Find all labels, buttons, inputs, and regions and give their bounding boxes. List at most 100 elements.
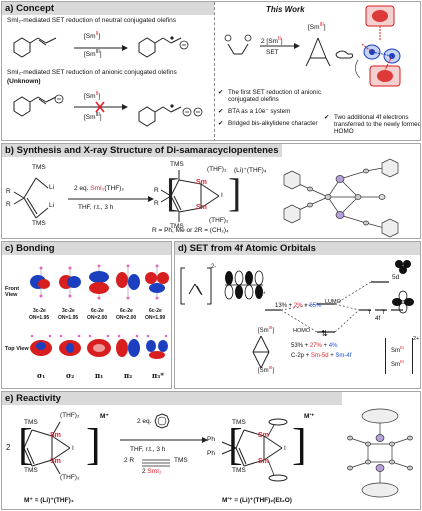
dianion-charge: 2- xyxy=(211,264,217,270)
energy-level-diagram: ↑ ↑ ⇅ xyxy=(265,281,403,338)
level-4f-label: 4f xyxy=(375,315,381,322)
smi2-reagent: 2 SmI₂ xyxy=(142,468,162,475)
product-r-top: R xyxy=(154,187,159,194)
product-sm-top: Sm xyxy=(196,179,207,186)
lumo-composition: 13% + 2% + 65% xyxy=(275,303,322,309)
product-tms-bottom: TMS xyxy=(232,467,246,474)
cot-reagent: 2 eq. xyxy=(137,418,152,425)
bullet-bridged-check: ✔ xyxy=(218,120,224,127)
panel-d-header: d) SET from 4f Atomic Orbitals xyxy=(175,242,420,255)
r-group-footnote: R = Ph, Me or 2R = (CH₂)₄ xyxy=(152,227,229,234)
reactant-bracket-left: [ xyxy=(18,420,33,469)
bullet-first-set-text: The first SET reduction of anionic conju… xyxy=(228,89,321,103)
homo-label: HOMO xyxy=(293,328,311,334)
anionic-olefin-text: SmI₂-mediated SET reduction of anionic c… xyxy=(7,69,177,76)
synthesis-conditions: THF, r.t., 3 h xyxy=(78,204,114,211)
alkyne-right: TMS xyxy=(174,457,188,464)
bullet-4f-text: Two additional 4f electrons transferred … xyxy=(334,114,421,135)
f-orbital-shapes xyxy=(392,260,414,314)
svg-text:↑: ↑ xyxy=(381,309,386,316)
unknown-label: (Unknown) xyxy=(7,78,41,85)
reactant-tms-bottom: TMS xyxy=(24,467,38,474)
disamaracyclopentene-product xyxy=(160,170,220,222)
orbital-structure-figure xyxy=(355,5,401,87)
synthesis-reagent: 2 eq. SmI₂(THF)₂ xyxy=(74,185,124,192)
product-bracket-left: [ xyxy=(228,420,243,469)
reactant-coefficient: 2 xyxy=(6,443,11,452)
reactivity-reactant xyxy=(23,421,71,475)
reactant-li-top: Li xyxy=(49,184,55,191)
panel-a-header: a) Concept xyxy=(2,2,214,15)
orbital-1-type: 3c-2e xyxy=(33,308,46,314)
orbital-top-row xyxy=(30,334,168,359)
reaction-arrow xyxy=(120,437,208,443)
product-thf-top: (THF)₂ xyxy=(207,166,227,173)
product-tms-top: TMS xyxy=(170,161,184,168)
orbital-3-on: ON=2.00 xyxy=(87,315,108,321)
anionic-sm3-label: [SmIII] xyxy=(84,112,102,122)
bullet-bta-text: BTA as a 10e⁻ system xyxy=(228,108,291,115)
product-m-prime: M'⁺ xyxy=(304,413,315,420)
orbital-front-row xyxy=(30,264,169,300)
product-sm-top: Sm xyxy=(258,432,269,439)
check-icon: ✔ xyxy=(218,89,224,96)
reactant-thf-top: (THF)₂ xyxy=(60,412,80,419)
reaction-conditions: THF, r.t., 3 h xyxy=(130,446,166,453)
reactant-m-plus: M⁺ xyxy=(100,413,109,420)
homo-composition: 53% + 27% + 4% xyxy=(291,343,338,349)
pi-star-label: π* xyxy=(259,292,266,298)
top-view-label: Top View xyxy=(5,346,29,352)
orbital-4-type: 6c-2e xyxy=(120,308,133,314)
product-bracket: [ xyxy=(166,170,180,215)
orbital-2-on: ON=1.95 xyxy=(58,315,79,321)
panel-b-synthesis: b) Synthesis and X-ray Structure of Di-s… xyxy=(1,143,421,239)
panel-e-header: e) Reactivity xyxy=(2,392,342,405)
panel-c-header: c) Bonding xyxy=(2,242,171,255)
reactant-r-bottom: R xyxy=(6,201,11,208)
product-bracket-right: ] xyxy=(292,420,307,469)
reactant-bracket-right: ] xyxy=(86,420,101,469)
reactivity-product xyxy=(221,418,288,482)
anionic-sm2-label: [SmII] xyxy=(84,91,101,101)
xray-structure-figure xyxy=(283,158,399,238)
synthesis-arrow xyxy=(68,196,154,202)
orbital-5-on: ON=1.99 xyxy=(145,315,166,321)
product-m-prime-definition: M'⁺ = (Li)⁺(THF)₂(Et₂O) xyxy=(222,497,292,504)
reactant-tms-top: TMS xyxy=(24,419,38,426)
orbital-1-on: ON=1.95 xyxy=(29,315,50,321)
this-work-scheme xyxy=(224,34,354,67)
this-work-set: SET xyxy=(266,49,279,56)
panel-e-reactivity: e) Reactivity 2 TMS TMS Sm Sm I (THF)₂ (… xyxy=(1,391,421,510)
bullet-bridged-text: Bridged bis-alkylidene character xyxy=(228,120,318,127)
reactant-tms-top: TMS xyxy=(32,164,46,171)
product-ph-bottom: Ph xyxy=(207,450,215,457)
orbital-4-on: ON=2.00 xyxy=(116,315,137,321)
cot-icon xyxy=(154,413,170,429)
anionic-olefin-scheme xyxy=(13,94,203,127)
product-i: I xyxy=(284,445,286,452)
reactant-tms-bottom: TMS xyxy=(32,220,46,227)
this-work-title: This Work xyxy=(266,5,305,14)
front-view-label: Front View xyxy=(5,286,20,298)
product-bracket-right: ] xyxy=(228,170,242,215)
alkyne-left: 2 R xyxy=(124,457,135,464)
product-xray-figure xyxy=(347,408,413,498)
product-r-bottom: R xyxy=(154,200,159,207)
panel-a-concept: a) Concept SmI₂-mediated SET reduction o… xyxy=(1,1,421,141)
svg-text:↑: ↑ xyxy=(367,309,372,316)
product-counterion: (Li)⁺(THF)₄ xyxy=(234,167,267,174)
orbital-2-type: 3c-2e xyxy=(62,308,75,314)
reactant-sm-bottom: Sm xyxy=(50,458,61,465)
this-work-product-sm: [SmIII] xyxy=(308,22,326,32)
panel-c-bonding: c) Bonding Front View Top View xyxy=(1,241,172,389)
product-i-right: I xyxy=(221,192,223,199)
panel-b-header: b) Synthesis and X-ray Structure of Di-s… xyxy=(2,144,282,157)
product-sm-bottom: Sm xyxy=(258,458,269,465)
product-sm-top: [SmIII] xyxy=(258,325,275,334)
product-sm-cycle xyxy=(252,335,270,369)
dilithium-reactant xyxy=(13,177,49,219)
orbital-3-type: 6c-2e xyxy=(91,308,104,314)
lumo-label: LUMO xyxy=(325,299,341,305)
orbital-5-label: π₃* xyxy=(152,371,164,380)
product-thf-bottom: (THF)₂ xyxy=(209,217,229,224)
